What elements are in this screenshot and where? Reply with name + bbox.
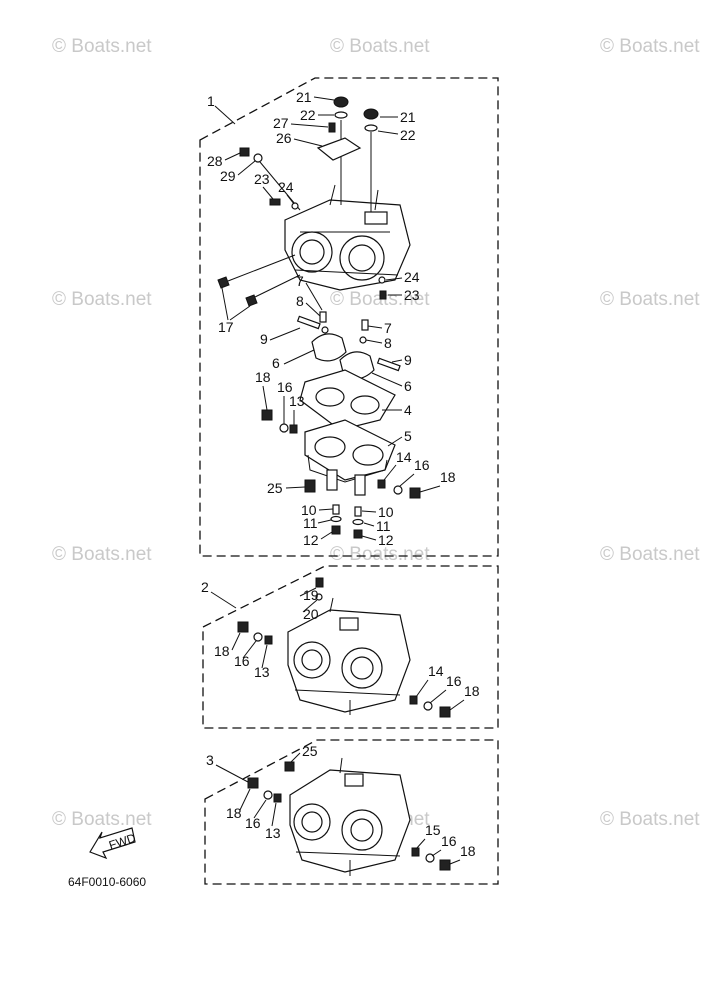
carburetor-body-top (284, 184, 411, 291)
assembly-1: 1 (199, 77, 499, 557)
watermark: © Boats.net (52, 544, 152, 565)
fwd-arrow-icon: FWD (89, 827, 138, 860)
label-6: 6 (272, 355, 280, 371)
watermark: © Boats.net (600, 36, 700, 57)
side-bolts-1 (261, 409, 421, 499)
label-13: 13 (265, 825, 281, 841)
watermark: © Boats.net (600, 809, 700, 830)
right-fittings (378, 276, 387, 300)
drain-parts (330, 504, 364, 539)
label-7: 7 (384, 320, 392, 336)
label-22: 22 (300, 107, 316, 123)
watermark: © Boats.net (52, 289, 152, 310)
label-23: 23 (254, 171, 270, 187)
label-13: 13 (254, 664, 270, 680)
label-18: 18 (214, 643, 230, 659)
assembly-1-boundary (199, 77, 499, 557)
label-24: 24 (404, 269, 420, 285)
label-7: 7 (296, 273, 304, 289)
top-fittings (239, 96, 379, 212)
label-12: 12 (378, 532, 394, 548)
watermarks: © Boats.net © Boats.net © Boats.net © Bo… (52, 36, 700, 830)
assembly-3-number: 3 (206, 752, 214, 768)
watermark: © Boats.net (600, 289, 700, 310)
label-18: 18 (464, 683, 480, 699)
watermark: © Boats.net (330, 544, 430, 565)
watermark: © Boats.net (52, 36, 152, 57)
label-18: 18 (255, 369, 271, 385)
label-18: 18 (226, 805, 242, 821)
label-18: 18 (440, 469, 456, 485)
assembly-3-boundary (204, 739, 499, 885)
label-4: 4 (404, 402, 412, 418)
label-10: 10 (301, 502, 317, 518)
label-16: 16 (234, 653, 250, 669)
label-14: 14 (396, 449, 412, 465)
label-10: 10 (378, 504, 394, 520)
label-26: 26 (276, 130, 292, 146)
label-8: 8 (296, 293, 304, 309)
label-16: 16 (446, 673, 462, 689)
label-5: 5 (404, 428, 412, 444)
carburetor-assembly-2 (237, 577, 451, 718)
label-17: 17 (218, 319, 234, 335)
label-25: 25 (267, 480, 283, 496)
label-20: 20 (303, 606, 319, 622)
assembly-1-number: 1 (207, 93, 215, 109)
label-11: 11 (376, 518, 391, 534)
gasket-4 (299, 369, 396, 431)
watermark: © Boats.net (600, 544, 700, 565)
diagram-code: 64F0010-6060 (68, 875, 146, 889)
assembly-2-boundary (202, 565, 499, 729)
watermark: © Boats.net (330, 36, 430, 57)
label-19: 19 (303, 587, 319, 603)
label-16: 16 (441, 833, 457, 849)
assembly-2: 2 19 20 18 16 13 14 (201, 565, 499, 729)
label-21: 21 (400, 109, 416, 125)
label-22: 22 (400, 127, 416, 143)
label-9: 9 (404, 352, 412, 368)
label-29: 29 (220, 168, 236, 184)
assembly-2-number: 2 (201, 579, 209, 595)
label-14: 14 (428, 663, 444, 679)
label-24: 24 (278, 179, 294, 195)
carburetor-assembly-3 (247, 757, 451, 876)
float-chamber-5 (304, 419, 396, 496)
label-9: 9 (260, 331, 268, 347)
label-25: 25 (302, 743, 318, 759)
label-16: 16 (245, 815, 261, 831)
label-11: 11 (303, 515, 318, 531)
label-16: 16 (414, 457, 430, 473)
label-27: 27 (273, 115, 289, 131)
label-28: 28 (207, 153, 223, 169)
label-23: 23 (404, 287, 420, 303)
label-12: 12 (303, 532, 319, 548)
label-6: 6 (404, 378, 412, 394)
label-15: 15 (425, 822, 441, 838)
label-21: 21 (296, 89, 312, 105)
label-8: 8 (384, 335, 392, 351)
watermark: © Boats.net (52, 809, 152, 830)
label-13: 13 (289, 393, 305, 409)
label-16: 16 (277, 379, 293, 395)
assembly-3: 3 25 18 16 13 15 16 18 (204, 739, 499, 885)
screws-17 (217, 254, 301, 307)
label-18: 18 (460, 843, 476, 859)
